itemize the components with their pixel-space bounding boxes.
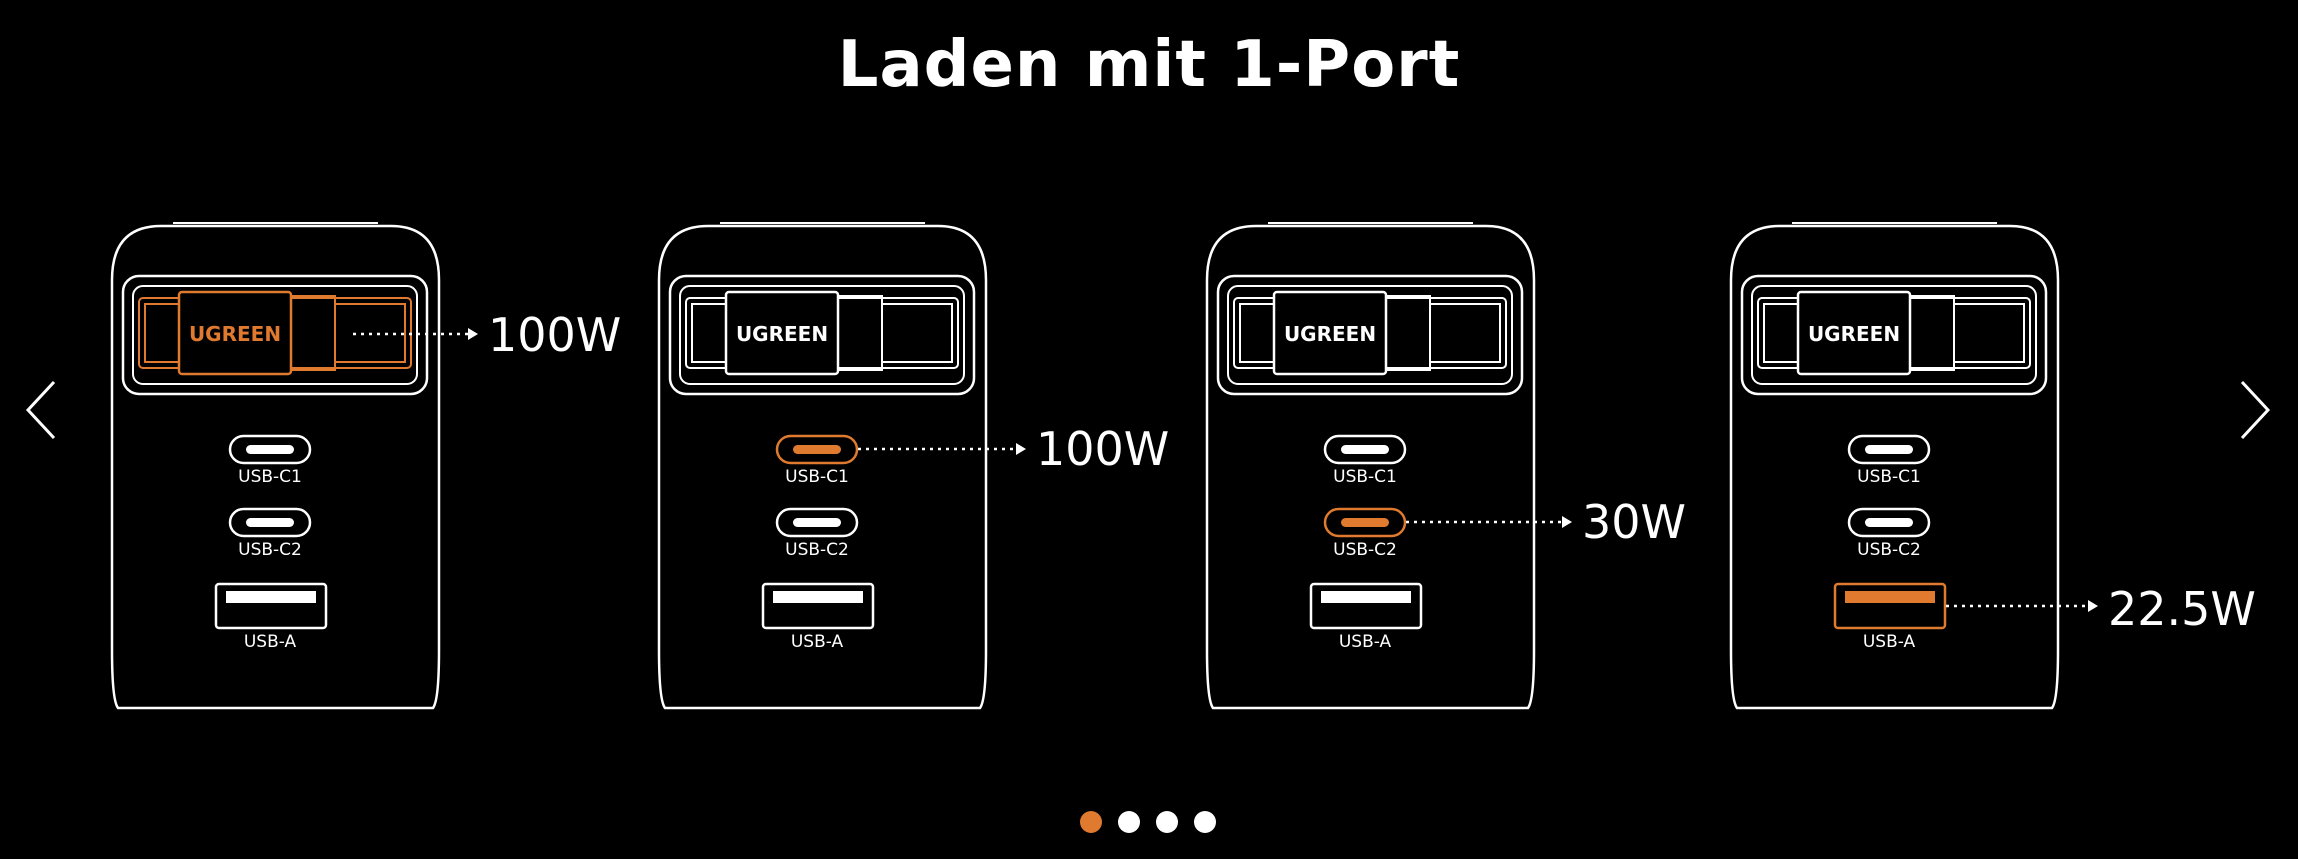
- usb-a-port: [1309, 582, 1423, 630]
- usb-c2-label: USB-C2: [1857, 540, 1921, 560]
- usb-c1-port: [228, 434, 312, 465]
- chevron-right-icon: [2240, 380, 2271, 440]
- pagination-dot[interactable]: [1156, 811, 1178, 833]
- usb-a-label: USB-A: [1339, 632, 1392, 652]
- usb-a-label: USB-A: [1863, 632, 1916, 652]
- wattage-label: 30W: [1582, 495, 1687, 549]
- ugreen-logo-text: UGREEN: [736, 322, 828, 346]
- pagination-dot[interactable]: [1118, 811, 1140, 833]
- charger-body: [657, 224, 988, 710]
- usb-c2-label: USB-C2: [785, 540, 849, 560]
- carousel-pagination: [1080, 811, 1216, 833]
- usb-c1-label: USB-C1: [238, 467, 302, 487]
- dotted-arrow: [1946, 600, 2098, 612]
- dotted-arrow: [1406, 516, 1572, 528]
- charger-body: [1729, 224, 2060, 710]
- usb-c1-port: [1847, 434, 1931, 465]
- usb-a-port: [761, 582, 875, 630]
- usb-a-port: [1833, 582, 1947, 630]
- usb-c2-label: USB-C2: [238, 540, 302, 560]
- usb-c2-port: [775, 507, 859, 538]
- page-title: Laden mit 1-Port: [837, 28, 1461, 102]
- ugreen-cable-slot: UGREEN: [668, 274, 976, 396]
- usb-c2-port: [1323, 507, 1407, 538]
- pagination-dot[interactable]: [1080, 811, 1102, 833]
- dotted-arrow: [858, 443, 1026, 455]
- ugreen-logo-text: UGREEN: [189, 322, 281, 346]
- ugreen-logo-text: UGREEN: [1284, 322, 1376, 346]
- prev-slide-button[interactable]: [20, 376, 64, 444]
- usb-c1-label: USB-C1: [1857, 467, 1921, 487]
- pagination-dot[interactable]: [1194, 811, 1216, 833]
- chevron-left-icon: [25, 380, 56, 440]
- next-slide-button[interactable]: [2232, 376, 2276, 444]
- wattage-label: 100W: [488, 308, 622, 362]
- wattage-label: 22.5W: [2108, 582, 2256, 636]
- charger-body: [1205, 224, 1536, 710]
- usb-c1-port: [775, 434, 859, 465]
- ugreen-cable-slot: UGREEN: [1216, 274, 1524, 396]
- usb-a-label: USB-A: [244, 632, 297, 652]
- ugreen-logo-text: UGREEN: [1808, 322, 1900, 346]
- usb-a-label: USB-A: [791, 632, 844, 652]
- wattage-label: 100W: [1036, 422, 1170, 476]
- usb-c2-port: [228, 507, 312, 538]
- usb-c1-port: [1323, 434, 1407, 465]
- usb-c1-label: USB-C1: [1333, 467, 1397, 487]
- usb-c1-label: USB-C1: [785, 467, 849, 487]
- usb-a-port: [214, 582, 328, 630]
- ugreen-cable-slot: UGREEN: [121, 274, 429, 396]
- usb-c2-label: USB-C2: [1333, 540, 1397, 560]
- ugreen-cable-slot: UGREEN: [1740, 274, 2048, 396]
- charger-body: [110, 224, 441, 710]
- dotted-arrow: [353, 328, 478, 340]
- usb-c2-port: [1847, 507, 1931, 538]
